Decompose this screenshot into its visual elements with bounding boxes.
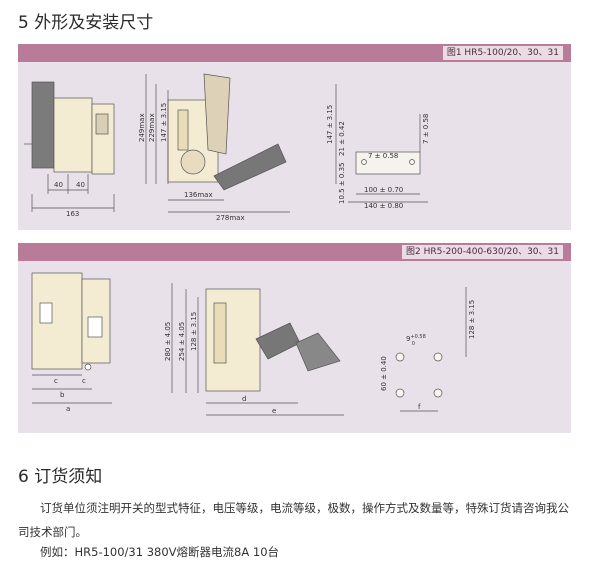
dim-278max: 278max	[216, 214, 245, 222]
figure-2-caption: 图2 HR5-200-400-630/20、30、31	[401, 245, 563, 259]
dim-254: 254 ± 4.05	[178, 322, 186, 361]
dim-229max: 229max	[148, 113, 156, 142]
dim-140: 140 ± 0.80	[364, 202, 403, 210]
ordering-example: 例如：HR5-100/31 380V熔断器电流8A 10台	[40, 545, 280, 559]
dim-c-2: c	[82, 377, 86, 385]
dim-7-a: 7 ± 0.58	[368, 152, 398, 160]
dim-40-a: 40	[54, 181, 63, 189]
figure-2-caption-bar: 图2 HR5-200-400-630/20、30、31	[18, 243, 571, 261]
figure-2-panel: 图2 HR5-200-400-630/20、30、31 c c b a	[18, 243, 571, 433]
dim-e: e	[272, 407, 276, 415]
figure-1-drawing: 40 40 163 249max 229max 147 ± 3.15 136ma…	[24, 73, 430, 222]
dim-b: b	[60, 391, 65, 399]
figure-1-panel: 图1 HR5-100/20、30、31 40 40 163	[18, 44, 571, 230]
hole-pattern	[395, 287, 467, 412]
dim-a: a	[66, 405, 70, 413]
dim-7-b: 7 ± 0.58	[422, 114, 430, 144]
dim-136max: 136max	[184, 191, 213, 199]
figure-1-caption: 图1 HR5-100/20、30、31	[442, 46, 563, 60]
switch2-front-view	[171, 283, 344, 416]
dim-40-b: 40	[76, 181, 85, 189]
dim-21: 21 ± 0.42	[338, 121, 346, 156]
dim-c-1: c	[54, 377, 58, 385]
switch-side-view	[24, 81, 115, 212]
dim-147-right: 147 ± 3.15	[326, 105, 334, 144]
dim-163: 163	[66, 210, 79, 218]
dim-f: f	[418, 403, 421, 411]
dim-d: d	[242, 395, 246, 403]
switch-front-view	[145, 73, 290, 213]
dim-147-left: 147 ± 3.15	[160, 103, 168, 142]
figure-1-caption-bar: 图1 HR5-100/20、30、31	[18, 44, 571, 62]
ordering-paragraph: 订货单位须注明开关的型式特征，电压等级，电流等级，极数，操作方式及数量等，特殊订…	[18, 501, 569, 539]
dim-128-right: 128 ± 3.15	[468, 300, 476, 339]
dim-100: 100 ± 0.70	[364, 186, 403, 194]
dim-60: 60 ± 0.40	[380, 356, 388, 391]
switch2-side-view	[31, 272, 112, 404]
dim-128-left: 128 ± 3.15	[190, 312, 198, 351]
dim-10-5: 10.5 ± 0.35	[338, 163, 346, 205]
section-5-title: 5 外形及安装尺寸	[18, 13, 154, 33]
figure-2-drawing: c c b a 280 ± 4.05 254 ± 4.05 128 ± 3.15…	[31, 272, 476, 416]
dim-280: 280 ± 4.05	[164, 322, 172, 361]
mounting-detail	[335, 84, 428, 203]
dim-249max: 249max	[138, 113, 146, 142]
section-6-title: 6 订货须知	[18, 467, 103, 487]
